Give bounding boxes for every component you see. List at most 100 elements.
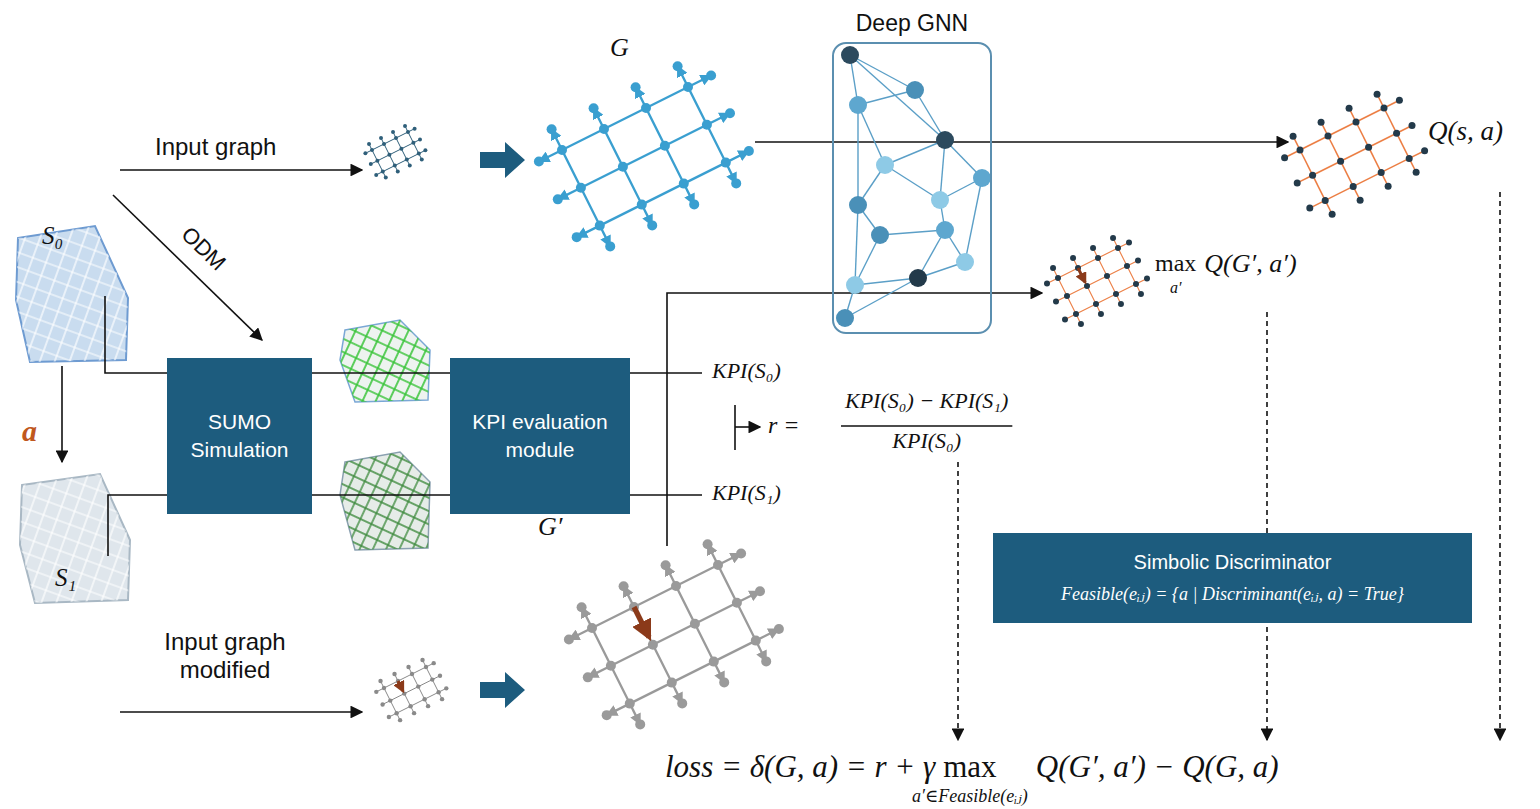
graph-node [553, 194, 563, 204]
graph-node [394, 136, 398, 140]
math-label: G [610, 33, 629, 63]
text-label: max [1155, 250, 1196, 278]
graph-edge [592, 607, 634, 628]
gnn-link [855, 205, 858, 285]
graph-node [363, 151, 367, 155]
graph-edge [600, 205, 642, 226]
graph-node [1393, 130, 1400, 137]
graph-node [410, 672, 414, 676]
graph-node [1309, 172, 1316, 179]
process-box: SUMO Simulation [167, 358, 312, 514]
graph-node [1322, 197, 1329, 204]
graph-node [732, 598, 742, 608]
graph-node [774, 624, 784, 634]
graph-edge [1341, 147, 1369, 161]
map-s1 [20, 474, 130, 603]
modified-edge [398, 681, 403, 691]
gnn-neuron [906, 81, 924, 99]
gnn-neuron [876, 156, 894, 174]
graph-edge [714, 641, 756, 662]
graph-edge [1078, 268, 1087, 286]
network-graph [363, 124, 427, 179]
modified-edge [634, 607, 649, 637]
graph-node [689, 199, 699, 209]
graph-node [1306, 205, 1313, 212]
graph-node [381, 170, 385, 174]
graph-node [706, 70, 716, 80]
graph-edge [372, 144, 384, 150]
graph-node [378, 679, 382, 683]
graph-node [430, 677, 434, 681]
graph-edge [653, 624, 695, 645]
gnn-arrow [755, 141, 1288, 143]
graph-edge [1118, 248, 1127, 266]
graph-edge [634, 586, 676, 607]
graph-node [1357, 197, 1364, 204]
gnn-link [940, 140, 945, 200]
graph-node [370, 148, 374, 152]
graph-node [595, 221, 605, 231]
graph-node [423, 148, 427, 152]
graph-node [1385, 183, 1392, 190]
graph-node [557, 145, 567, 155]
graph-node [399, 147, 403, 151]
graph-edge [1067, 286, 1087, 296]
graph-edge [611, 666, 630, 704]
graph-node [637, 200, 647, 210]
graph-node [1062, 317, 1068, 323]
graph-node [369, 162, 373, 166]
graph-node [725, 108, 735, 118]
graph-node [1113, 291, 1119, 297]
process-box: KPI evaluation module [450, 358, 630, 514]
wire [105, 296, 167, 373]
node-title: Deep GNN [832, 8, 992, 38]
graph-node [416, 684, 420, 688]
graph-edge [1107, 266, 1127, 276]
graph-node [1073, 311, 1079, 317]
dashed-arrow [1499, 192, 1501, 740]
text-label: Input graph modified [150, 628, 300, 683]
graph-edge [695, 624, 714, 662]
sim-map-green [340, 452, 430, 550]
graph-node [647, 220, 657, 230]
math-label: KPI(S₁) [712, 480, 781, 505]
graph-node [424, 665, 428, 669]
gnn-link [965, 178, 982, 262]
gnn-link [880, 230, 945, 235]
graph-edge [384, 138, 396, 144]
math-label: KPI(S₀) [892, 428, 961, 453]
network-graph [564, 539, 784, 729]
graph-edge [581, 167, 623, 188]
graph-node [1374, 91, 1381, 98]
graph-node [599, 124, 609, 134]
block-arrow [480, 672, 525, 708]
graph-node [690, 619, 700, 629]
graph-edge [1356, 108, 1384, 122]
graph-edge [401, 143, 413, 149]
wire [108, 495, 167, 556]
graph-edge [411, 699, 425, 706]
graph-edge [396, 132, 408, 138]
graph-edge [1058, 268, 1078, 278]
network-graph [374, 658, 448, 722]
graph-node [1135, 258, 1141, 264]
graph-node [719, 677, 729, 687]
graph-edge [1067, 296, 1076, 314]
graph-node [683, 82, 693, 92]
graph-node [1413, 169, 1420, 176]
graph-edge [1107, 276, 1116, 294]
graph-edge [1328, 136, 1341, 161]
graph-node [641, 103, 651, 113]
text-label: max [943, 749, 996, 785]
network-graph [1281, 91, 1428, 218]
graph-node [761, 656, 771, 666]
gnn-link [850, 55, 945, 140]
graph-node [1070, 255, 1076, 261]
graph-node [1350, 183, 1357, 190]
graph-edge [646, 108, 665, 146]
graph-edge [1127, 266, 1136, 284]
graph-edge [1353, 172, 1381, 186]
graph-node [1050, 265, 1056, 271]
gnn-link [885, 140, 945, 165]
graph-node [625, 699, 635, 709]
